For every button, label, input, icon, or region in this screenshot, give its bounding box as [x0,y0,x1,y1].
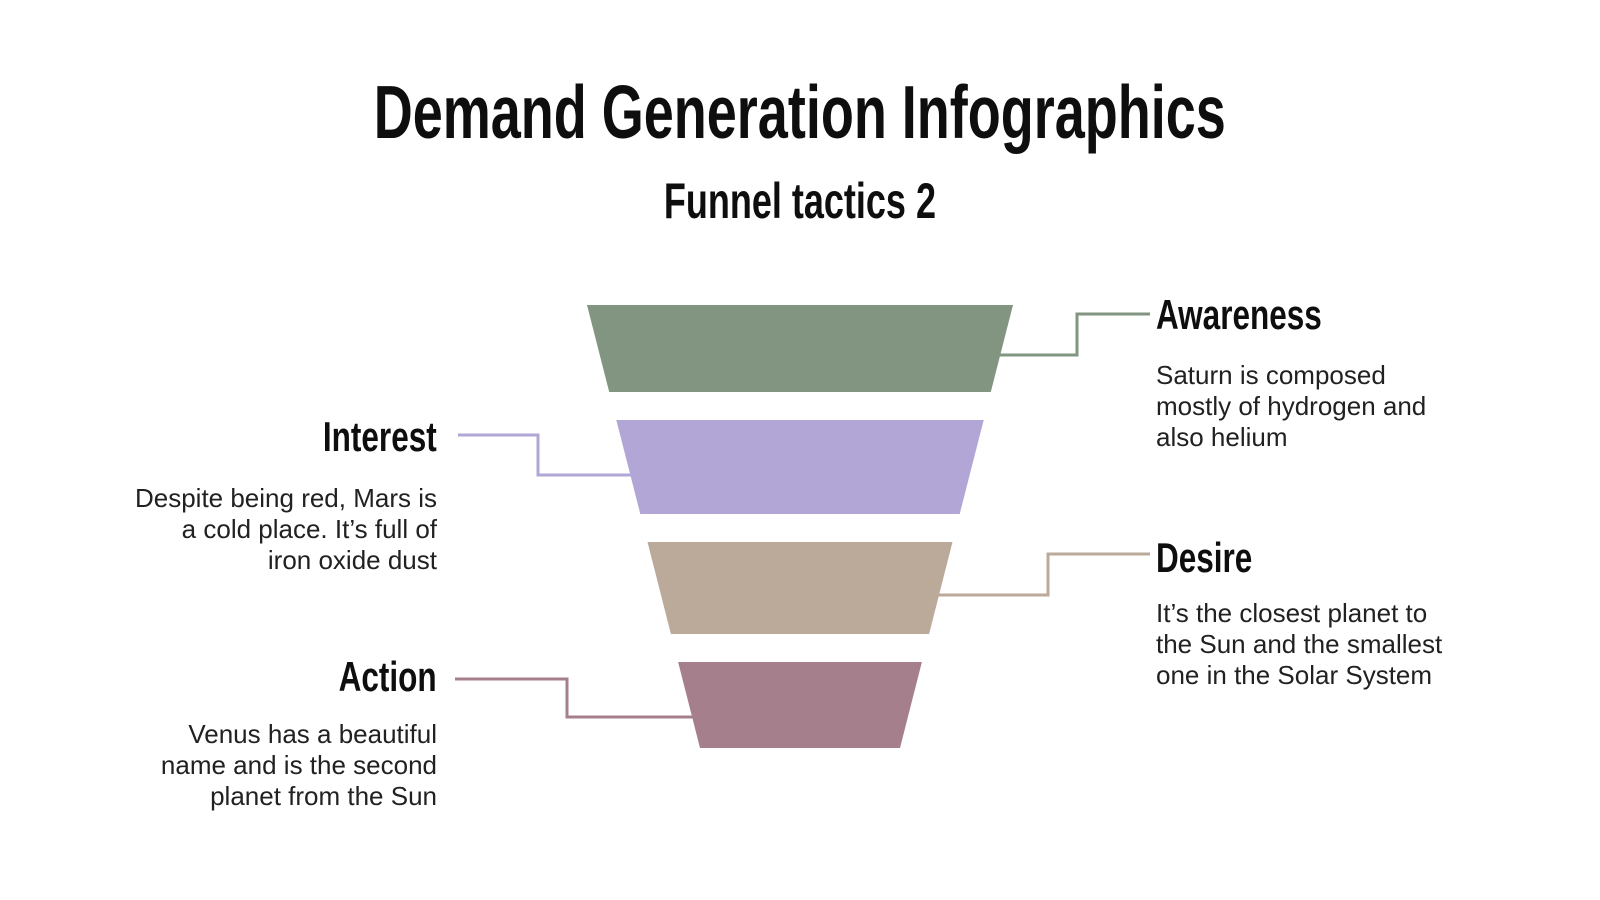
stage-awareness-label-text: Awareness [1156,291,1322,338]
page-title-text: Demand Generation Infographics [373,70,1227,154]
stage-desire-label: Desire [1156,537,1536,579]
connector-line-awareness [997,312,1150,357]
funnel-segment-action [678,662,922,748]
stage-awareness-description: Saturn is composed mostly of hydrogen an… [1156,360,1427,453]
stage-action-label-text: Action [339,653,437,700]
stage-action-description: Venus has a beautiful name and is the se… [160,719,437,812]
stage-interest-label-text: Interest [323,413,437,460]
stage-interest-description: Despite being red, Mars is a cold place.… [134,483,437,576]
stage-desire-label-text: Desire [1156,534,1253,581]
connector-line-interest [458,433,632,477]
page-subtitle-text: Funnel tactics 2 [663,173,937,229]
stage-action-label: Action [97,656,437,698]
page-title: Demand Generation Infographics [0,75,1600,150]
funnel-segment-interest [616,420,984,514]
funnel-segment-desire [647,542,953,634]
connector-line-action [455,677,694,719]
connector-line-desire [936,552,1150,597]
funnel-segment-awareness [587,305,1013,392]
page-subtitle: Funnel tactics 2 [0,176,1600,226]
stage-awareness-label: Awareness [1156,294,1536,336]
stage-interest-label: Interest [97,416,437,458]
stage-desire-description: It’s the closest planet to the Sun and t… [1156,598,1443,691]
